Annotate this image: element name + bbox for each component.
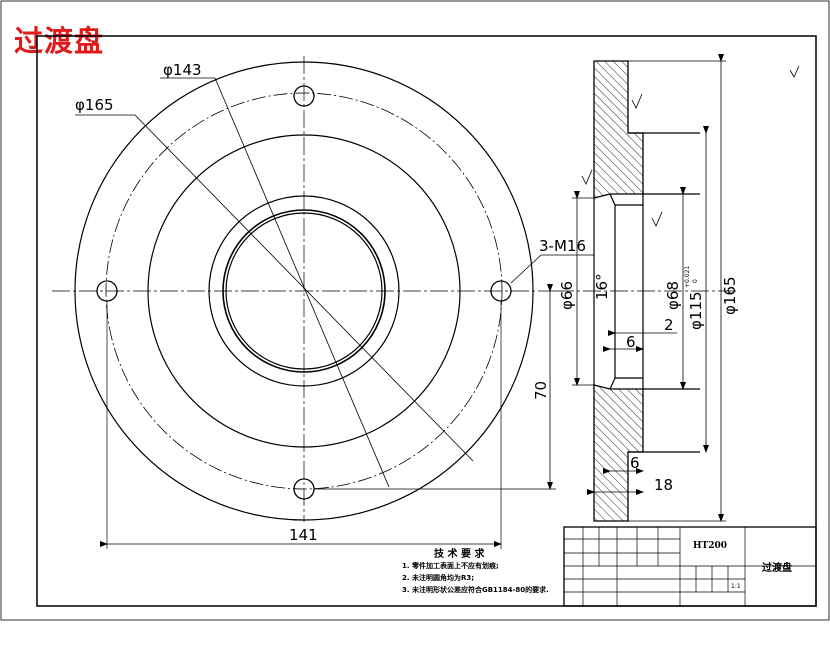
tech-requirement-1: 1. 零件加工表面上不应有划痕; [402, 561, 499, 570]
section-lower [593, 384, 644, 522]
drawing-title: 过渡盘 [14, 24, 105, 58]
title-block [563, 526, 817, 607]
leader-d143-diag [214, 77, 390, 488]
label-3-m16: 3-M16 [539, 237, 586, 255]
recess-upper [609, 193, 616, 390]
leader-m16 [510, 254, 542, 284]
tech-requirements-heading: 技 术 要 求 [434, 547, 485, 560]
label-d66: φ66 [558, 281, 576, 310]
title-block-part-name: 过渡盘 [762, 561, 792, 574]
label-18: 18 [654, 476, 673, 494]
roughness-symbol-3 [651, 211, 663, 227]
label-d68: φ68 [664, 281, 682, 310]
drawing-frame [36, 35, 817, 607]
title-block-scale: 1:1 [731, 583, 741, 590]
outer-border [0, 0, 830, 621]
leader-d165-diag [134, 114, 474, 462]
roughness-symbol-general [789, 65, 800, 78]
label-6-b: 6 [630, 454, 640, 472]
roughness-symbol-2 [581, 169, 593, 185]
label-6-a: 6 [626, 333, 636, 351]
front-view [52, 56, 594, 549]
roughness-symbol-1 [631, 93, 643, 109]
label-16-deg: 16° [593, 273, 611, 300]
label-d143: φ143 [163, 61, 202, 79]
step-upper [628, 132, 700, 195]
section-view [556, 54, 800, 522]
title-block-material: HT200 [693, 541, 727, 551]
tech-requirement-2: 2. 未注明圆角均为R3; [402, 573, 474, 582]
tech-requirement-3: 3. 未注明形状公差应符合GB1184-80的要求. [402, 585, 549, 594]
label-d115-tol-upper: +0.021 [684, 266, 691, 288]
label-d115: φ115 [687, 291, 705, 330]
label-d165-left: φ165 [75, 96, 114, 114]
label-d115-tol-lower: 0 [692, 279, 699, 283]
label-141: 141 [289, 526, 318, 544]
section-upper [593, 60, 644, 199]
label-d165-right: φ165 [721, 276, 739, 315]
label-2: 2 [664, 316, 674, 334]
label-70: 70 [532, 381, 550, 400]
step-lower [628, 388, 700, 453]
